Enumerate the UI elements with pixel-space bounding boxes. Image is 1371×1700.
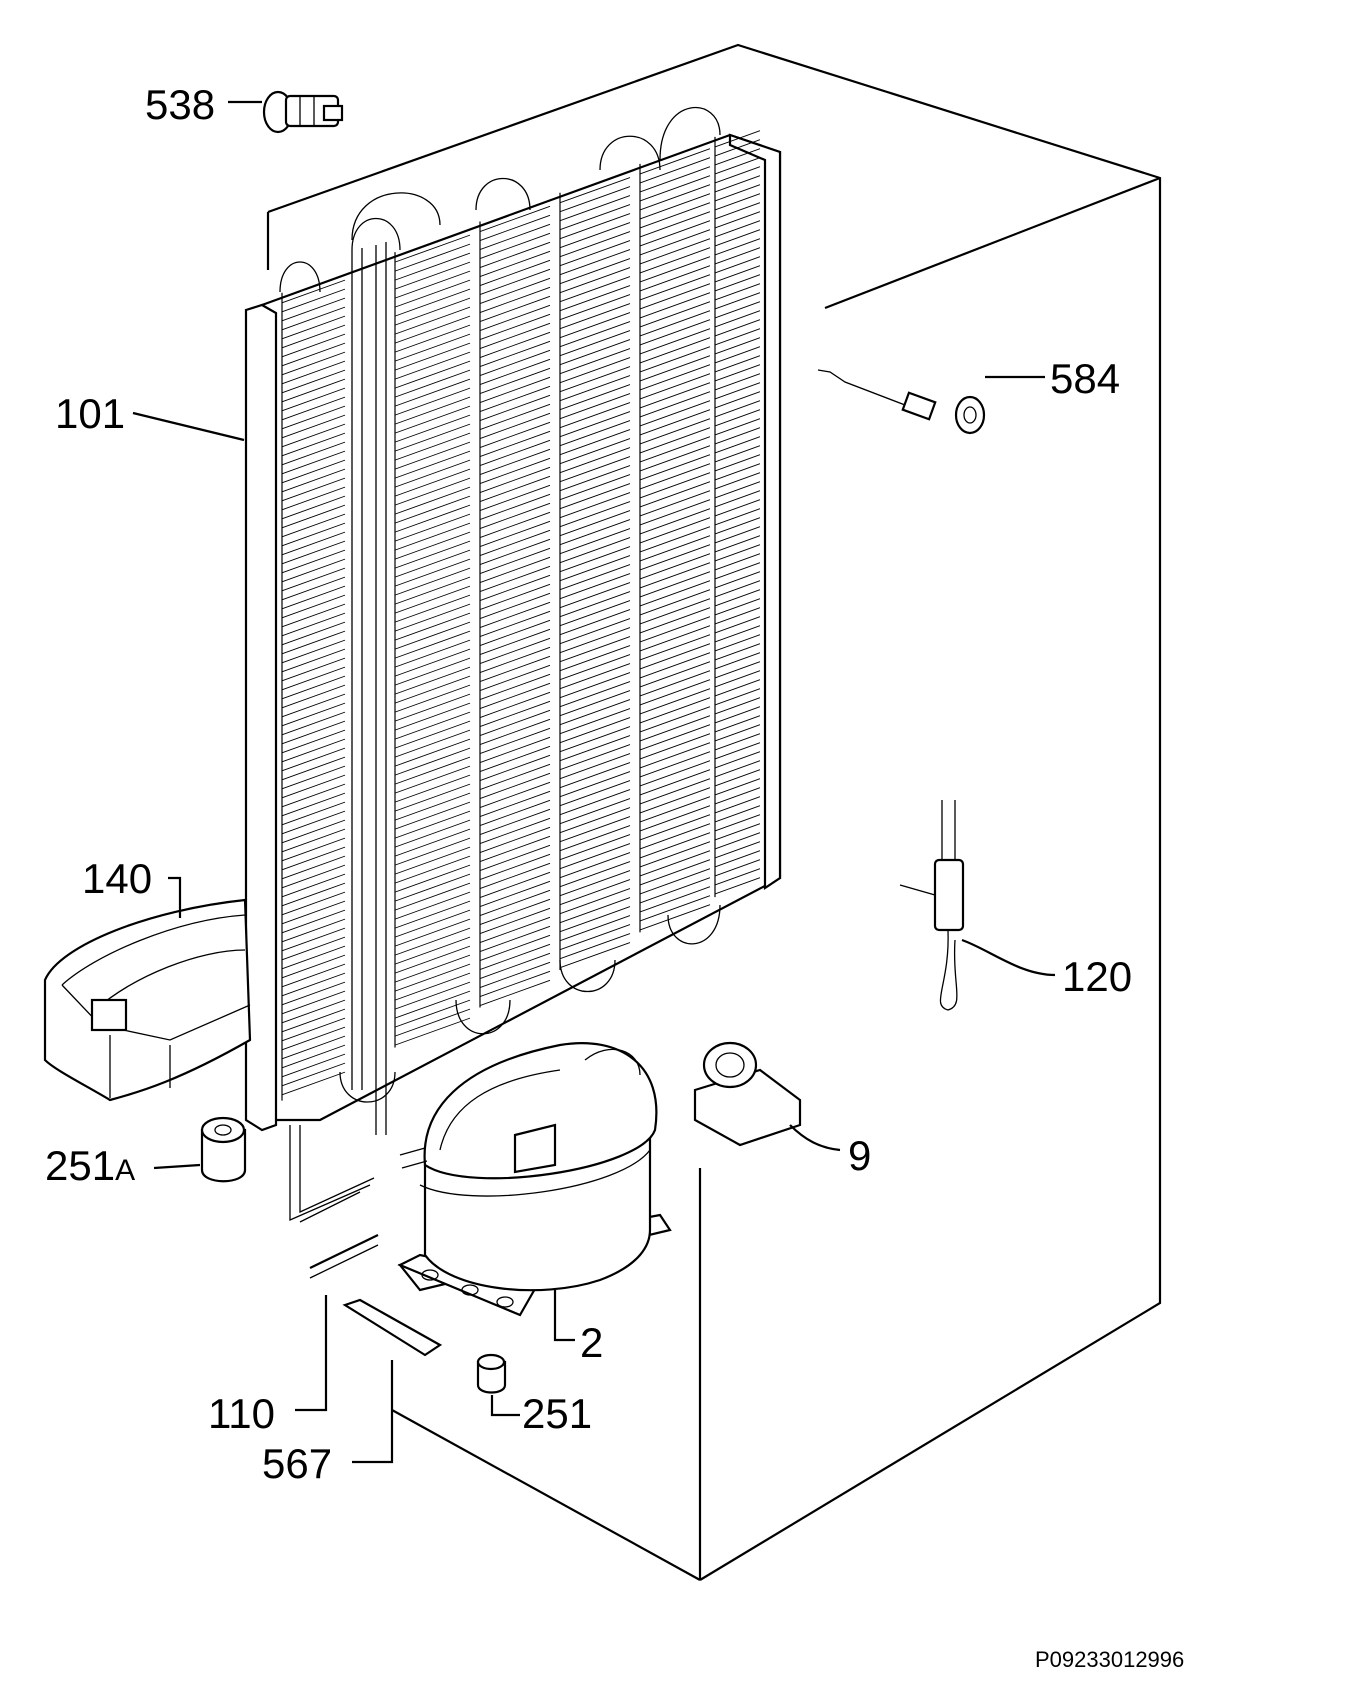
- leader-101: [132, 411, 245, 442]
- part-538-plug: [228, 90, 344, 134]
- callout-538: 538: [145, 81, 215, 128]
- part-140-drip-tray: [43, 876, 252, 1102]
- callout-120: 120: [1062, 953, 1132, 1000]
- cabinet-body: [266, 43, 1162, 1581]
- callout-251a: 251A: [45, 1142, 135, 1189]
- part-251a-grommet: [153, 1116, 247, 1183]
- callout-584: 584: [1050, 355, 1120, 402]
- part-110-tube: [295, 1234, 379, 1412]
- callout-251: 251: [522, 1390, 592, 1437]
- callout-2: 2: [580, 1319, 603, 1366]
- callout-101: 101: [55, 390, 125, 437]
- condenser-fins: [281, 130, 761, 1101]
- callout-9: 9: [848, 1132, 871, 1179]
- reference-code: P09233012996: [1035, 1647, 1184, 1672]
- part-251-foot: [476, 1353, 520, 1417]
- part-2-compressor: [299, 1042, 672, 1342]
- condenser-101: [244, 106, 782, 1221]
- callout-140: 140: [82, 855, 152, 902]
- callout-567: 567: [262, 1440, 332, 1487]
- part-120-thermostat: [899, 800, 1056, 1011]
- callout-110: 110: [208, 1390, 275, 1437]
- part-9-relay: [693, 1041, 841, 1152]
- part-584-sensor: [817, 369, 1045, 435]
- part-567-bracket: [342, 1298, 443, 1464]
